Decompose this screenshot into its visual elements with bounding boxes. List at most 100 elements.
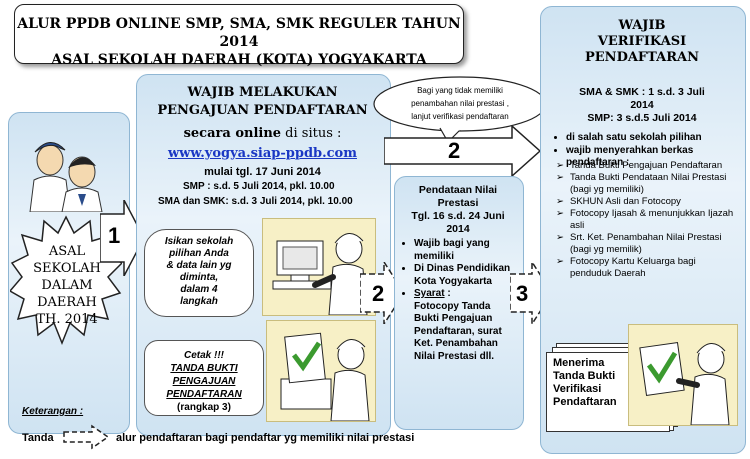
verification-bullet: di salah satu sekolah pilihan (566, 132, 738, 145)
verification-dates: SMA & SMK : 1 s.d. 3 Juli 2014 SMP: 3 s.… (544, 86, 740, 125)
doc-text: Fotocopy Kartu Keluarga bagi penduduk Da… (570, 256, 696, 279)
doc-item: ➢ Tanda Bukti Pengajuan Pendaftaran (556, 160, 734, 172)
print-bubble: Cetak !!! TANDA BUKTI PENGAJUAN PENDAFTA… (144, 340, 264, 416)
verification-docs: ➢ Tanda Bukti Pengajuan Pendaftaran ➢ Tand… (556, 160, 734, 280)
document-check-icon (280, 332, 370, 422)
sma-deadline: SMA dan SMK: s.d. 3 Juli 2014, pkl. 10.0… (158, 196, 353, 207)
doc-item: ➢ SKHUN Asli dan Fotocopy (556, 196, 734, 208)
achievement-item: Wajib bagi yang memiliki (414, 238, 518, 263)
print-line: Cetak !!! (183, 350, 224, 361)
verification-title-line: VERIFIKASI (597, 34, 687, 49)
origin-line: TH. 2014 (36, 312, 98, 327)
doc-text: Srt. Ket. Penambahan Nilai Prestasi (bag… (570, 232, 722, 255)
smp-deadline: SMP : s.d. 5 Juli 2014, pkl. 10.00 (183, 181, 335, 192)
print-line: PENGAJUAN (172, 376, 236, 387)
achievement-title-line: Pendataan Nilai (418, 184, 498, 196)
origin-line: ASAL (48, 244, 86, 259)
arrow-step-1 (100, 200, 144, 276)
verification-bullets: di salah satu sekolah pilihan wajib meny… (552, 132, 738, 170)
bubble-line: langkah (180, 296, 218, 307)
arrow-bullet-icon: ➢ (556, 208, 564, 219)
doc-item: ➢ Fotocopy Kartu Keluarga bagi penduduk D… (556, 256, 734, 280)
receive-line: Menerima (553, 357, 605, 369)
fill-form-bubble: Isikan sekolah pilihan Anda & data lain … (144, 229, 254, 317)
origin-line: DAERAH (37, 295, 97, 310)
origin-line: SEKOLAH (33, 261, 101, 276)
requirement-label: Syarat (414, 288, 445, 299)
achievement-date-line: Tgl. 16 s.d. 24 Juni (411, 210, 505, 222)
verification-sma: SMA & SMK : 1 s.d. 3 Juli (579, 86, 705, 98)
online-line: secara online di situs : (140, 126, 385, 141)
doc-text: Tanda Bukti Pengajuan Pendaftaran (570, 160, 723, 171)
step-2-top-label: 2 (448, 138, 461, 163)
achievement-title-line: Prestasi (437, 197, 479, 209)
note-line: lanjut verifikasi pendaftaran (411, 112, 509, 121)
note-line: penambahan nilai prestasi , (411, 99, 509, 108)
verification-title: WAJIB VERIFIKASI PENDAFTARAN (544, 18, 740, 66)
registration-heading-1: WAJIB MELAKUKAN (187, 85, 338, 100)
verification-bullet: wajib menyerahkan berkas pendaftaran : (566, 145, 738, 170)
title-line-1: ALUR PPDB ONLINE SMP, SMA, SMK REGULER T… (17, 16, 461, 50)
doc-text: Tanda Bukti Pendataan Nilai Prestasi (ba… (570, 172, 727, 195)
achievement-list: Wajib bagi yang memiliki Di Dinas Pendid… (400, 238, 518, 363)
registration-url-link[interactable]: www.yogya.siap-ppdb.com (167, 146, 357, 161)
receive-line: Verifikasi (553, 383, 602, 395)
bubble-line: Isikan sekolah (164, 236, 234, 247)
note-bubble: Bagi yang tidak memiliki penambahan nila… (390, 84, 530, 123)
doc-item: ➢ Tanda Bukti Pendataan Nilai Prestasi (b… (556, 172, 734, 196)
verification-title-line: WAJIB (618, 18, 666, 33)
registration-heading-2: PENGAJUAN PENDAFTARAN (157, 103, 368, 118)
arrow-step-2-top (384, 126, 540, 176)
online-suffix: di situs : (281, 126, 342, 141)
legend-tanda: Tanda (22, 432, 54, 444)
doc-item: ➢ Srt. Ket. Penambahan Nilai Prestasi (ba… (556, 232, 734, 256)
achievement-panel (394, 176, 524, 430)
origin-line: DALAM (41, 278, 93, 293)
registration-heading: WAJIB MELAKUKAN PENGAJUAN PENDAFTARAN (140, 84, 385, 120)
arrow-bullet-icon: ➢ (556, 256, 564, 267)
requirement-colon: : (444, 288, 451, 299)
dashed-arrow-icon (63, 424, 110, 450)
bubble-line: pilihan Anda (169, 248, 229, 259)
legend-desc: alur pendaftaran bagi pendaftar yg memil… (116, 432, 415, 444)
receive-line: Pendaftaran (553, 396, 617, 408)
achievement-date-line: 2014 (446, 223, 470, 235)
verification-smp: SMP: 3 s.d.5 Juli 2014 (587, 112, 697, 124)
printer-scene (266, 320, 376, 422)
doc-item: ➢ Fotocopy Ijasah & menunjukkan Ijazah as… (556, 208, 734, 232)
note-line: Bagi yang tidak memiliki (417, 86, 503, 95)
achievement-requirement: Syarat : (414, 288, 518, 301)
computer-scene (262, 218, 376, 316)
requirement-text: Fotocopy Tanda Bukti Pengajuan Pendaftar… (414, 300, 502, 362)
bubble-line: & data lain yg (166, 260, 232, 271)
students-icon (29, 142, 103, 212)
online-prefix: secara online (183, 126, 282, 141)
receive-line: Tanda Bukti (553, 370, 616, 382)
arrow-bullet-icon: ➢ (556, 232, 564, 243)
print-line: PENDAFTARAN (166, 389, 242, 400)
achievement-title: Pendataan Nilai Prestasi Tgl. 16 s.d. 24… (396, 184, 520, 236)
verification-title-line: PENDAFTARAN (585, 50, 699, 65)
print-line: TANDA BUKTI (170, 363, 238, 374)
doc-text: Fotocopy Ijasah & menunjukkan Ijazah asl… (570, 208, 734, 231)
step-3-label: 3 (516, 281, 529, 306)
origin-text: ASAL SEKOLAH DALAM DAERAH TH. 2014 (32, 243, 102, 328)
bubble-line: diminta, (179, 272, 219, 283)
doc-text: SKHUN Asli dan Fotocopy (570, 196, 681, 207)
title-line-2: ASAL SEKOLAH DAERAH (KOTA) YOGYAKARTA (51, 52, 427, 68)
verification-sma: 2014 (630, 99, 654, 111)
start-date: mulai tgl. 17 Juni 2014 (204, 166, 321, 178)
legend-title: Keterangan : (22, 406, 84, 417)
bubble-line: dalam 4 (180, 284, 218, 295)
computer-user-icon (272, 233, 368, 316)
receive-scene (628, 324, 738, 426)
title-box: ALUR PPDB ONLINE SMP, SMA, SMK REGULER T… (14, 4, 464, 68)
arrow-bullet-icon: ➢ (556, 160, 564, 171)
print-line: (rangkap 3) (177, 402, 231, 413)
step-1-label: 1 (108, 223, 121, 248)
achievement-item: Di Dinas Pendidikan Kota Yogyakarta (414, 263, 518, 288)
step-2-mid-label: 2 (372, 281, 385, 306)
receive-document-icon (639, 342, 730, 426)
arrow-bullet-icon: ➢ (556, 172, 564, 183)
arrow-bullet-icon: ➢ (556, 196, 564, 207)
